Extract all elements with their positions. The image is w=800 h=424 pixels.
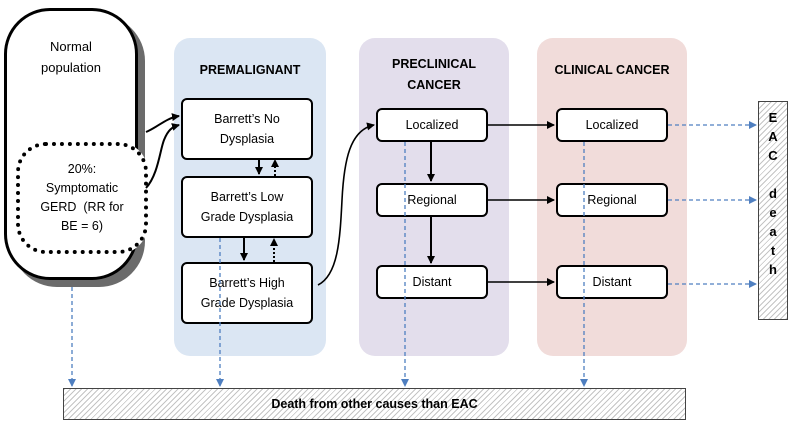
eac-letter-e: E — [768, 110, 778, 125]
eac-letter-t: t — [770, 243, 776, 258]
preclinical-distant-box: Distant — [376, 265, 488, 299]
premalignant-title: PREMALIGNANT — [199, 63, 301, 77]
clinical-distant-box: Distant — [556, 265, 668, 299]
no-dysplasia-line2: Dysplasia — [219, 132, 275, 146]
arrow-high-to-localized — [317, 122, 375, 286]
preclinical-localized-box: Localized — [376, 108, 488, 142]
barretts-low-grade-box: Barrett’s Low Grade Dysplasia — [181, 176, 313, 238]
high-grade-line2: Grade Dysplasia — [200, 296, 294, 310]
eac-letter-c: C — [768, 148, 778, 163]
low-grade-line2: Grade Dysplasia — [200, 210, 294, 224]
high-grade-line1: Barrett’s High — [209, 276, 285, 290]
gerd-line1: 20%: — [67, 162, 97, 176]
population-title-line1: Normal — [50, 39, 92, 54]
eac-letter-a: A — [768, 129, 778, 144]
arrow-gerd-to-no-dysplasia — [145, 123, 180, 189]
preclinical-title-line1: PRECLINICAL — [391, 57, 477, 71]
clinical-title: CLINICAL CANCER — [554, 63, 670, 77]
eac-letter-e2: e — [769, 205, 777, 220]
gerd-line3: GERD (RR for — [40, 200, 124, 214]
population-title-line2: population — [41, 60, 101, 75]
clinical-regional-box: Regional — [556, 183, 668, 217]
eac-death-box: E A C d e a t h — [758, 101, 788, 320]
gerd-line2: Symptomatic — [45, 181, 119, 195]
arrow-population-to-no-dysplasia — [145, 113, 180, 133]
death-other-causes-bar: Death from other causes than EAC — [63, 388, 686, 420]
no-dysplasia-line1: Barrett’s No — [214, 112, 280, 126]
symptomatic-gerd-box: 20%: Symptomatic GERD (RR for BE = 6) — [16, 142, 148, 254]
eac-letter-d: d — [769, 186, 777, 201]
barretts-high-grade-box: Barrett’s High Grade Dysplasia — [181, 262, 313, 324]
low-grade-line1: Barrett’s Low — [210, 190, 284, 204]
eac-letter-h: h — [769, 262, 777, 277]
barretts-no-dysplasia-box: Barrett’s No Dysplasia — [181, 98, 313, 160]
clinical-localized-box: Localized — [556, 108, 668, 142]
preclinical-regional-box: Regional — [376, 183, 488, 217]
eac-letter-a2: a — [769, 224, 777, 239]
gerd-line4: BE = 6) — [60, 219, 104, 233]
preclinical-title-line2: CANCER — [407, 78, 461, 92]
